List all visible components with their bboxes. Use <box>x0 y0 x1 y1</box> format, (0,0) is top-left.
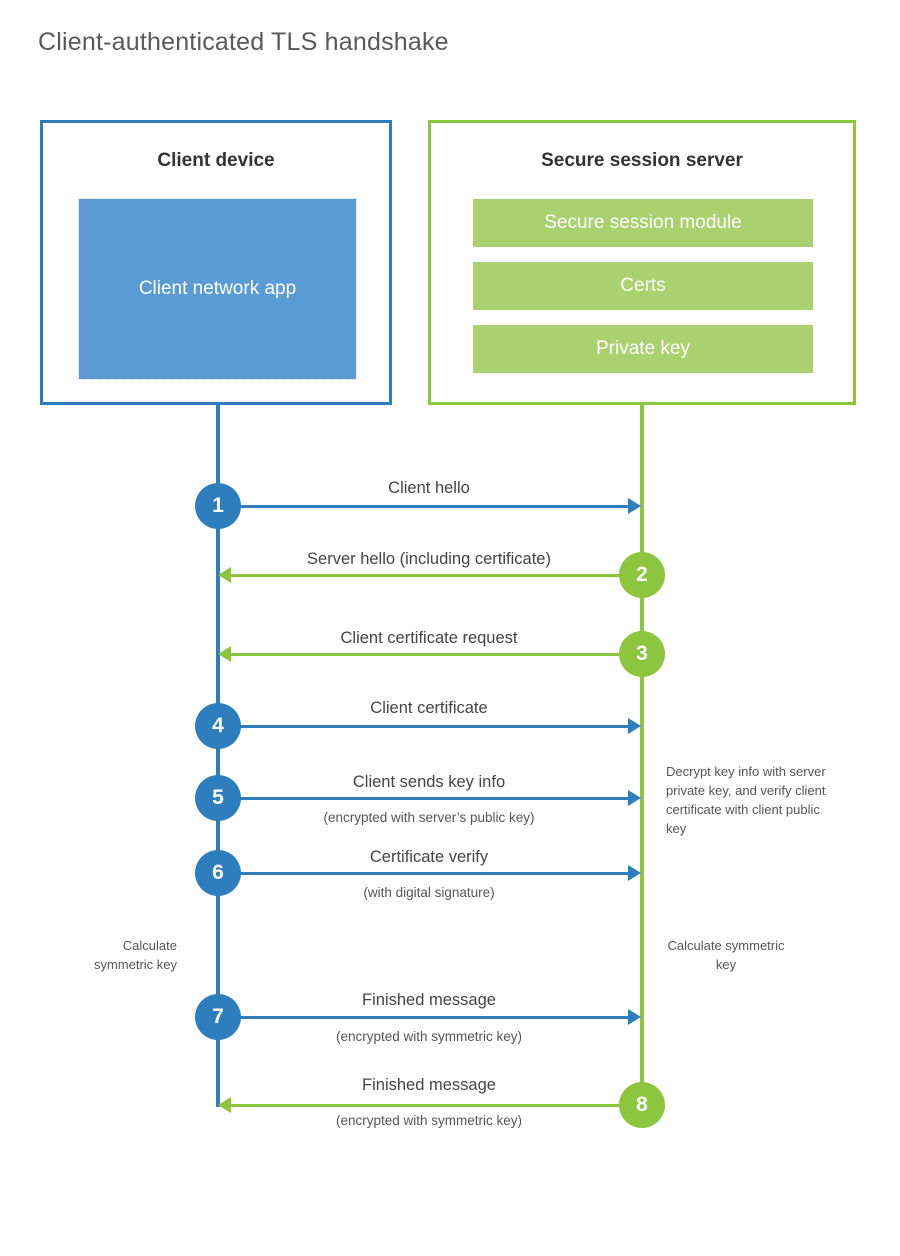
message-arrow-8 <box>231 1104 640 1107</box>
server-calculate-symmetric-key-note: Calculate symmetric key <box>667 938 785 972</box>
client-calculate-symmetric-key-note: Calculate symmetric key <box>93 938 177 972</box>
arrow-head-right-icon-4 <box>628 718 641 734</box>
message-sublabel-6: (with digital signature) <box>363 885 495 900</box>
message-arrow-3 <box>231 653 640 656</box>
message-arrow-1 <box>218 505 628 508</box>
message-label-3: Client certificate request <box>340 629 518 647</box>
step-circle-5[interactable]: 5 <box>195 775 241 821</box>
message-label-6: Certificate verify <box>369 848 489 866</box>
message-sublabel-5: (encrypted with server’s public key) <box>323 810 535 825</box>
message-label-1: Client hello <box>388 479 470 497</box>
client-network-app-block: Client network app <box>78 198 357 380</box>
message-sublabel-8: (encrypted with symmetric key) <box>335 1113 523 1128</box>
server-lifeline <box>640 405 644 1107</box>
step-circle-7[interactable]: 7 <box>195 994 241 1040</box>
message-arrow-7 <box>218 1016 628 1019</box>
message-arrow-4 <box>218 725 628 728</box>
message-arrow-6 <box>218 872 628 875</box>
server-block-private-key: Private key <box>473 325 813 373</box>
arrow-head-left-icon-8 <box>218 1097 231 1113</box>
secure-session-server-box: Secure session server Secure session mod… <box>428 120 856 405</box>
message-label-5: Client sends key info <box>352 773 506 791</box>
arrow-head-right-icon-5 <box>628 790 641 806</box>
server-block-certs: Certs <box>473 262 813 310</box>
message-sublabel-7: (encrypted with symmetric key) <box>335 1029 523 1044</box>
client-lifeline <box>216 405 220 1107</box>
step-circle-3[interactable]: 3 <box>619 631 665 677</box>
message-arrow-2 <box>231 574 640 577</box>
step-circle-4[interactable]: 4 <box>195 703 241 749</box>
page-title: Client-authenticated TLS handshake <box>38 28 449 56</box>
server-block-secure-session-module: Secure session module <box>473 199 813 247</box>
arrow-head-right-icon-1 <box>628 498 641 514</box>
server-decrypt-note: Decrypt key info with server private key… <box>666 764 826 836</box>
secure-session-server-title: Secure session server <box>541 150 743 171</box>
step-circle-6[interactable]: 6 <box>195 850 241 896</box>
client-device-box: Client device Client network app <box>40 120 392 405</box>
message-label-4: Client certificate <box>370 699 488 717</box>
message-label-2: Server hello (including certificate) <box>307 550 551 568</box>
step-circle-8[interactable]: 8 <box>619 1082 665 1128</box>
message-label-7: Finished message <box>362 991 496 1009</box>
step-circle-2[interactable]: 2 <box>619 552 665 598</box>
client-device-title: Client device <box>157 150 275 171</box>
message-arrow-5 <box>218 797 628 800</box>
step-circle-1[interactable]: 1 <box>195 483 241 529</box>
arrow-head-right-icon-6 <box>628 865 641 881</box>
arrow-head-left-icon-3 <box>218 646 231 662</box>
message-label-8: Finished message <box>362 1076 496 1094</box>
arrow-head-right-icon-7 <box>628 1009 641 1025</box>
arrow-head-left-icon-2 <box>218 567 231 583</box>
